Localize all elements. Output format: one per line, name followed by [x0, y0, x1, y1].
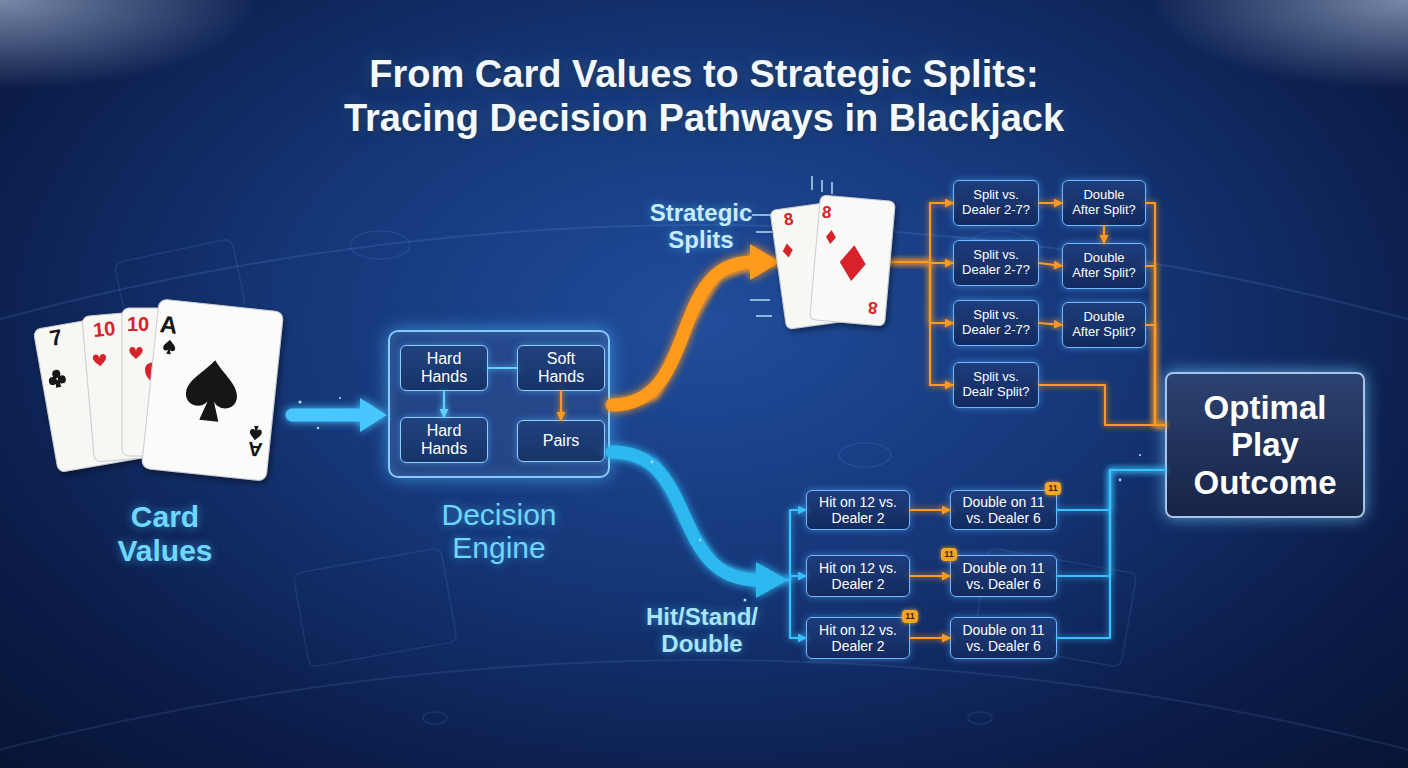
node-text: Double on 11 vs. Dealer 6 — [956, 560, 1052, 592]
node-text: Double After Split? — [1069, 188, 1139, 218]
callout-badge: 11 — [902, 610, 918, 623]
node-text: Split vs. Dealr Split? — [958, 370, 1034, 400]
connector — [610, 262, 953, 405]
flow-arrow — [612, 244, 780, 405]
node-text: Hit on 12 vs. Dealer 2 — [817, 622, 899, 654]
double-box: Double on 11 vs. Dealer 6 — [950, 617, 1057, 659]
card-rank: 8 — [783, 209, 795, 229]
double-box: Double After Split? — [1062, 243, 1146, 289]
engine-panel: Decision EngineHard HandsSoft HandsHard … — [388, 330, 610, 478]
card-fan — [33, 299, 283, 481]
card-rank: 8 — [821, 203, 832, 223]
playing-card — [141, 299, 283, 481]
connector — [1039, 385, 1165, 425]
double-box: Double on 11 vs. Dealer 6 — [950, 490, 1057, 530]
callout-badge: 11 — [941, 548, 957, 561]
playing-card — [770, 201, 858, 330]
playing-card — [82, 308, 194, 462]
double-box: Double After Split? — [1062, 180, 1146, 226]
node-text: Split vs. Dealer 2-7? — [958, 188, 1034, 218]
card-rank: 10 — [127, 313, 149, 335]
betting-spots — [114, 231, 1137, 724]
card-rank: 7 — [48, 325, 64, 351]
node-text: Soft Hands — [522, 350, 600, 386]
node-text: Double on 11 vs. Dealer 6 — [956, 622, 1052, 654]
connector — [910, 509, 950, 511]
split-box: Split vs. Dealr Split? — [953, 362, 1039, 408]
sparkle-dots — [298, 397, 1141, 602]
double-box: Double After Split? — [1062, 302, 1146, 348]
double-box: Double on 11 vs. Dealer 6 — [950, 555, 1057, 597]
category-box: Pairs — [517, 420, 605, 462]
branch-label: Hit/Stand/ Double — [638, 604, 766, 658]
connector — [610, 452, 806, 580]
callout-badge: 11 — [1045, 482, 1061, 495]
connector — [910, 575, 950, 577]
connector — [910, 637, 950, 639]
connector — [1146, 203, 1165, 425]
node-text: Hit on 12 vs. Dealer 2 — [817, 560, 899, 592]
table-arc — [0, 660, 1408, 760]
card-rank: A — [247, 437, 264, 461]
category-box: Hard Hands — [400, 345, 488, 391]
spotlight — [0, 0, 260, 90]
connector — [1057, 470, 1165, 576]
node-text: Hit on 12 vs. Dealer 2 — [817, 494, 899, 526]
split-box: Split vs. Dealer 2-7? — [953, 180, 1039, 226]
card-rank: 8 — [867, 298, 878, 318]
connector — [610, 262, 953, 405]
playing-card — [122, 308, 222, 456]
node-text: Hard Hands — [405, 350, 483, 386]
category-box: Hard Hands — [400, 417, 488, 463]
hit-box: Hit on 12 vs. Dealer 2 — [806, 555, 910, 597]
split-box: Split vs. Dealer 2-7? — [953, 240, 1039, 286]
playing-card — [33, 312, 157, 472]
connector — [1039, 323, 1062, 325]
playing-card — [810, 195, 896, 326]
outcome-box: Optimal Play Outcome — [1165, 372, 1365, 518]
node-text: Hard Hands — [405, 422, 483, 458]
hit-box: Hit on 12 vs. Dealer 2 — [806, 617, 910, 659]
connector — [1057, 470, 1165, 510]
split-box: Split vs. Dealer 2-7? — [953, 300, 1039, 346]
spotlight — [1148, 0, 1408, 90]
node-text: Split vs. Dealer 2-7? — [958, 248, 1034, 278]
node-text: Double After Split? — [1069, 310, 1139, 340]
category-box: Soft Hands — [517, 345, 605, 391]
connector — [610, 203, 953, 405]
connector — [1103, 226, 1105, 243]
hit-box: Hit on 12 vs. Dealer 2 — [806, 490, 910, 530]
node-text: Double on 11 vs. Dealer 6 — [956, 494, 1052, 526]
flow-arrow — [612, 452, 788, 598]
flow-arrow — [292, 398, 387, 432]
card-rank: 10 — [92, 317, 116, 341]
connector — [1039, 202, 1062, 204]
title: From Card Values to Strategic Splits: Tr… — [309, 52, 1099, 140]
node-text: Double After Split? — [1069, 251, 1139, 281]
card-rank: A — [159, 311, 179, 340]
stage-label: Card Values — [95, 500, 235, 567]
branch-label: Strategic Splits — [645, 200, 757, 254]
node-text: Optimal Play Outcome — [1175, 389, 1355, 501]
connector — [1146, 266, 1165, 425]
connector — [610, 452, 806, 580]
node-text: Split vs. Dealer 2-7? — [958, 308, 1034, 338]
motion-lines — [750, 176, 832, 316]
connector — [1146, 325, 1165, 425]
split-pair — [770, 195, 895, 329]
connector — [1039, 263, 1062, 266]
connector — [610, 262, 953, 405]
panel-heading: Decision Engine — [414, 498, 584, 564]
connector — [1057, 470, 1165, 638]
node-text: Pairs — [543, 432, 579, 450]
